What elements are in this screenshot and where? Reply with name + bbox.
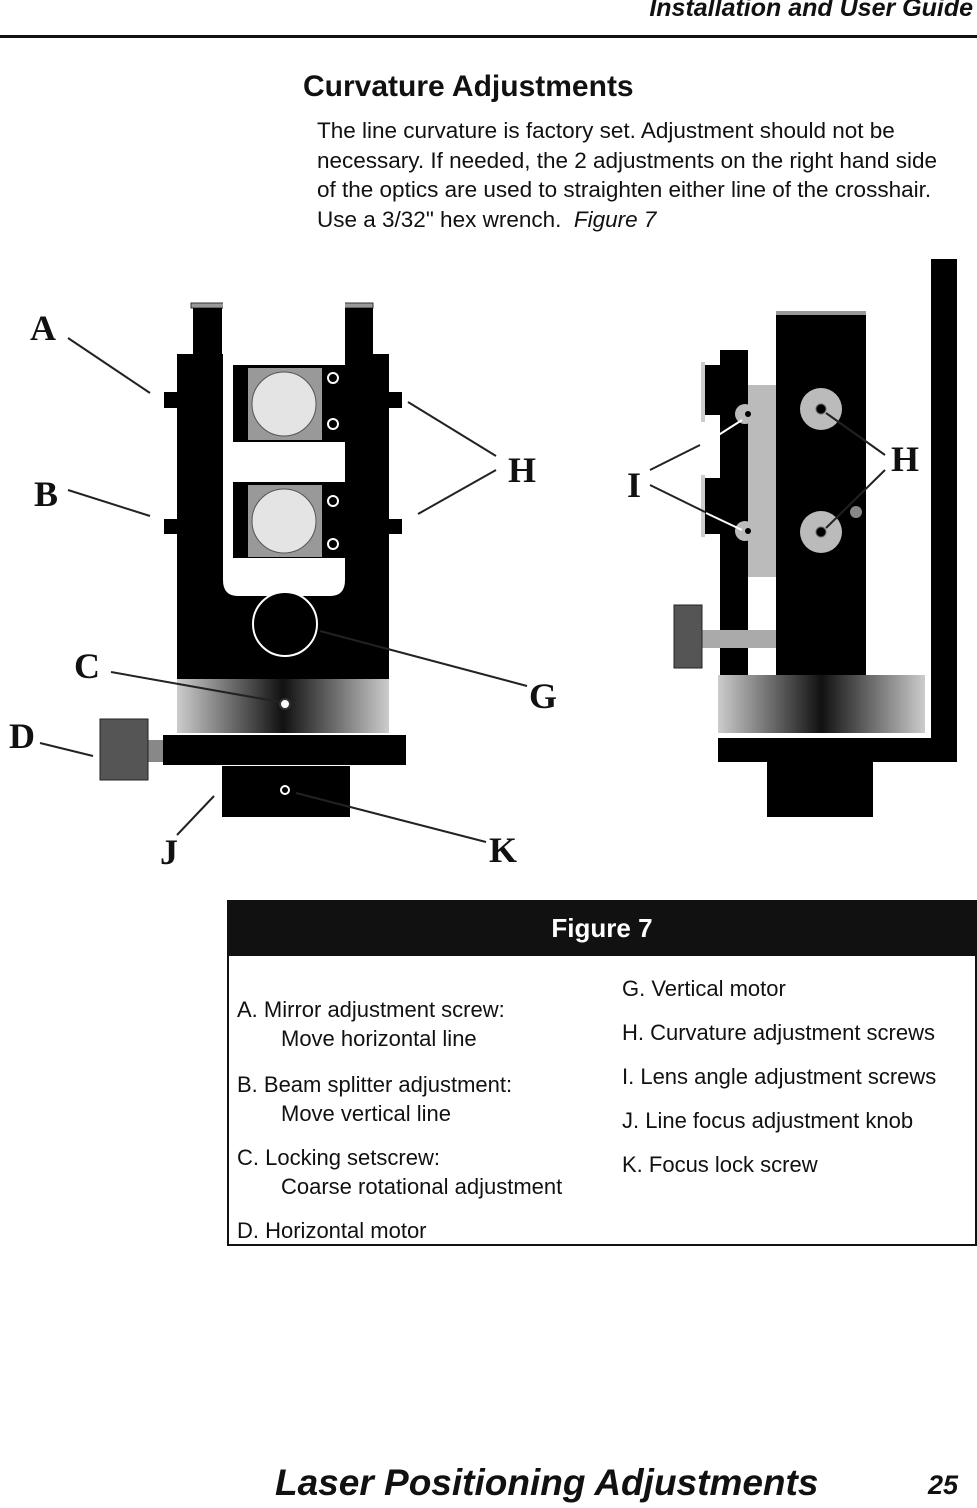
- header-rule: [0, 35, 977, 38]
- legend-item-c: C. Locking setscrew: Coarse rotational ad…: [237, 1143, 562, 1201]
- label-b: B: [34, 474, 58, 514]
- footer-title: Laser Positioning Adjustments: [275, 1462, 819, 1503]
- legend-item-c-label: C. Locking setscrew:: [237, 1145, 440, 1170]
- legend-item-h: H. Curvature adjustment screws: [622, 1020, 935, 1045]
- legend-item-g: G. Vertical motor: [622, 976, 786, 1001]
- focus-lock-screw-k: [280, 785, 290, 795]
- label-j: J: [160, 832, 178, 872]
- legend-item-b-label: B. Beam splitter adjustment:: [237, 1072, 513, 1097]
- vertical-motor-g: [252, 591, 318, 657]
- legend-item-b: B. Beam splitter adjustment: Move vertica…: [237, 1070, 512, 1128]
- running-header: Installation and User Guide: [649, 0, 973, 22]
- legend-item-b-desc: Move vertical line: [281, 1101, 451, 1126]
- front-view: A B C D G H J K: [9, 300, 557, 872]
- locking-setscrew-c: [279, 698, 291, 710]
- legend-item-a-label: A. Mirror adjustment screw:: [237, 997, 505, 1022]
- figure-7-diagram: A B C D G H J K: [9, 259, 957, 872]
- legend-item-j: J. Line focus adjustment knob: [622, 1108, 914, 1133]
- label-h-side: H: [891, 439, 919, 479]
- label-d: D: [9, 716, 35, 756]
- legend-title: Figure 7: [228, 900, 976, 956]
- label-i: I: [627, 465, 641, 505]
- paragraph-text: The line curvature is factory set. Adjus…: [317, 118, 937, 232]
- label-k: K: [489, 830, 517, 870]
- figure-legend: Figure 7 A. Mirror adjustment screw: Move…: [227, 900, 977, 1246]
- legend-item-a: A. Mirror adjustment screw: Move horizont…: [237, 995, 505, 1053]
- section-paragraph: The line curvature is factory set. Adjus…: [317, 116, 957, 234]
- label-h-front: H: [508, 450, 536, 490]
- label-g: G: [529, 676, 557, 716]
- label-c: C: [74, 646, 100, 686]
- figure-reference: Figure 7: [573, 206, 657, 232]
- legend-item-d: D. Horizontal motor: [237, 1218, 427, 1243]
- label-a: A: [30, 308, 56, 348]
- section-title: Curvature Adjustments: [303, 70, 634, 103]
- horizontal-motor-knob-d: [99, 718, 149, 781]
- legend-item-a-desc: Move horizontal line: [281, 1026, 477, 1051]
- legend-item-c-desc: Coarse rotational adjustment: [281, 1174, 563, 1199]
- line-focus-knob-side: [673, 604, 703, 669]
- side-view: I H: [627, 259, 957, 817]
- legend-item-i: I. Lens angle adjustment screws: [622, 1064, 937, 1089]
- legend-item-k: K. Focus lock screw: [622, 1152, 818, 1177]
- page-number: 25: [928, 1470, 959, 1500]
